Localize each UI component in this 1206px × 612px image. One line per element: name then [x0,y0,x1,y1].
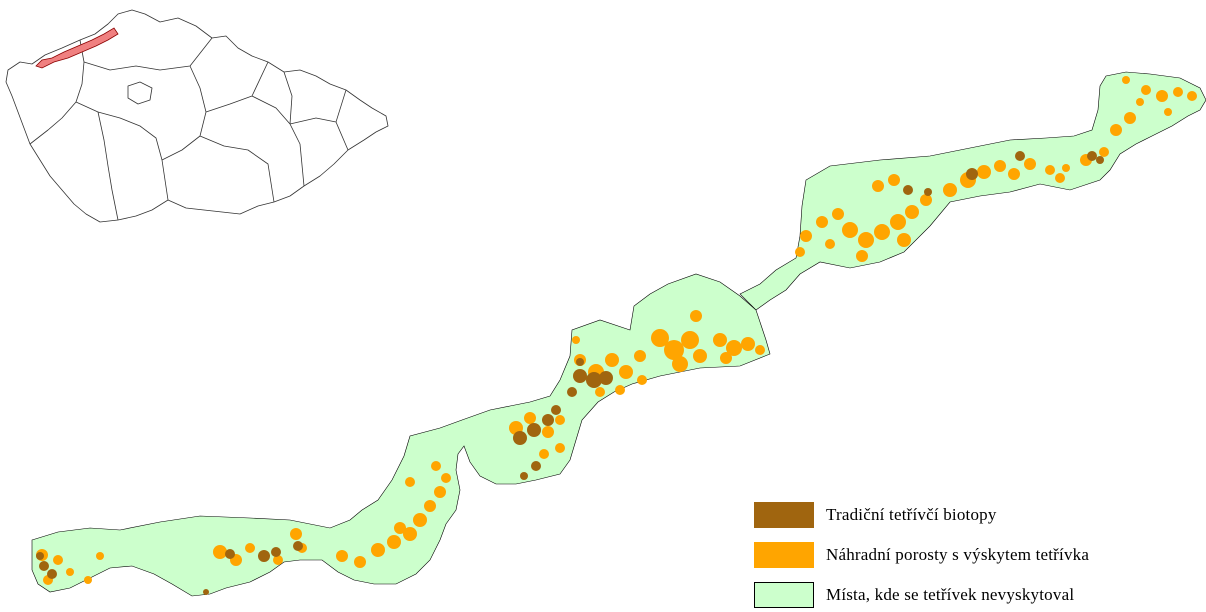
legend-item-absent: Místa, kde se tetřívek nevyskytoval [754,582,1206,610]
region-border [75,101,169,201]
region-border [205,61,269,113]
map-legend: Tradiční tetřívčí biotopy Náhradní poros… [754,502,1206,612]
legend-label-substitute: Náhradní porosty s výskytem tetřívka [826,545,1090,564]
region-border [289,117,349,151]
region-border [251,95,305,187]
czech-regions-inset [5,9,389,223]
legend-swatch-absent [754,582,814,608]
legend-item-traditional: Tradiční tetřívčí biotopy [754,502,1206,530]
study-area-highlight [35,27,119,69]
legend-label-absent: Místa, kde se tetřívek nevyskytoval [826,585,1075,604]
legend-swatch-substitute [754,542,814,568]
traditional-habitat-patches [36,151,1104,595]
czech-outline [5,9,389,223]
region-border [335,89,347,123]
study-area-polygon [739,71,1206,311]
region-border [97,111,119,221]
region-border [199,135,275,203]
legend-label-traditional: Tradiční tetřívčí biotopy [826,505,997,524]
region-border [283,71,293,125]
substitute-habitat-patches [36,76,1197,585]
region-border [161,65,207,161]
legend-swatch-traditional [754,502,814,528]
legend-item-substitute: Náhradní porosty s výskytem tetřívka [754,542,1206,570]
study-area-polygon [31,273,771,597]
prague-outline [127,81,153,105]
region-border [83,37,213,71]
